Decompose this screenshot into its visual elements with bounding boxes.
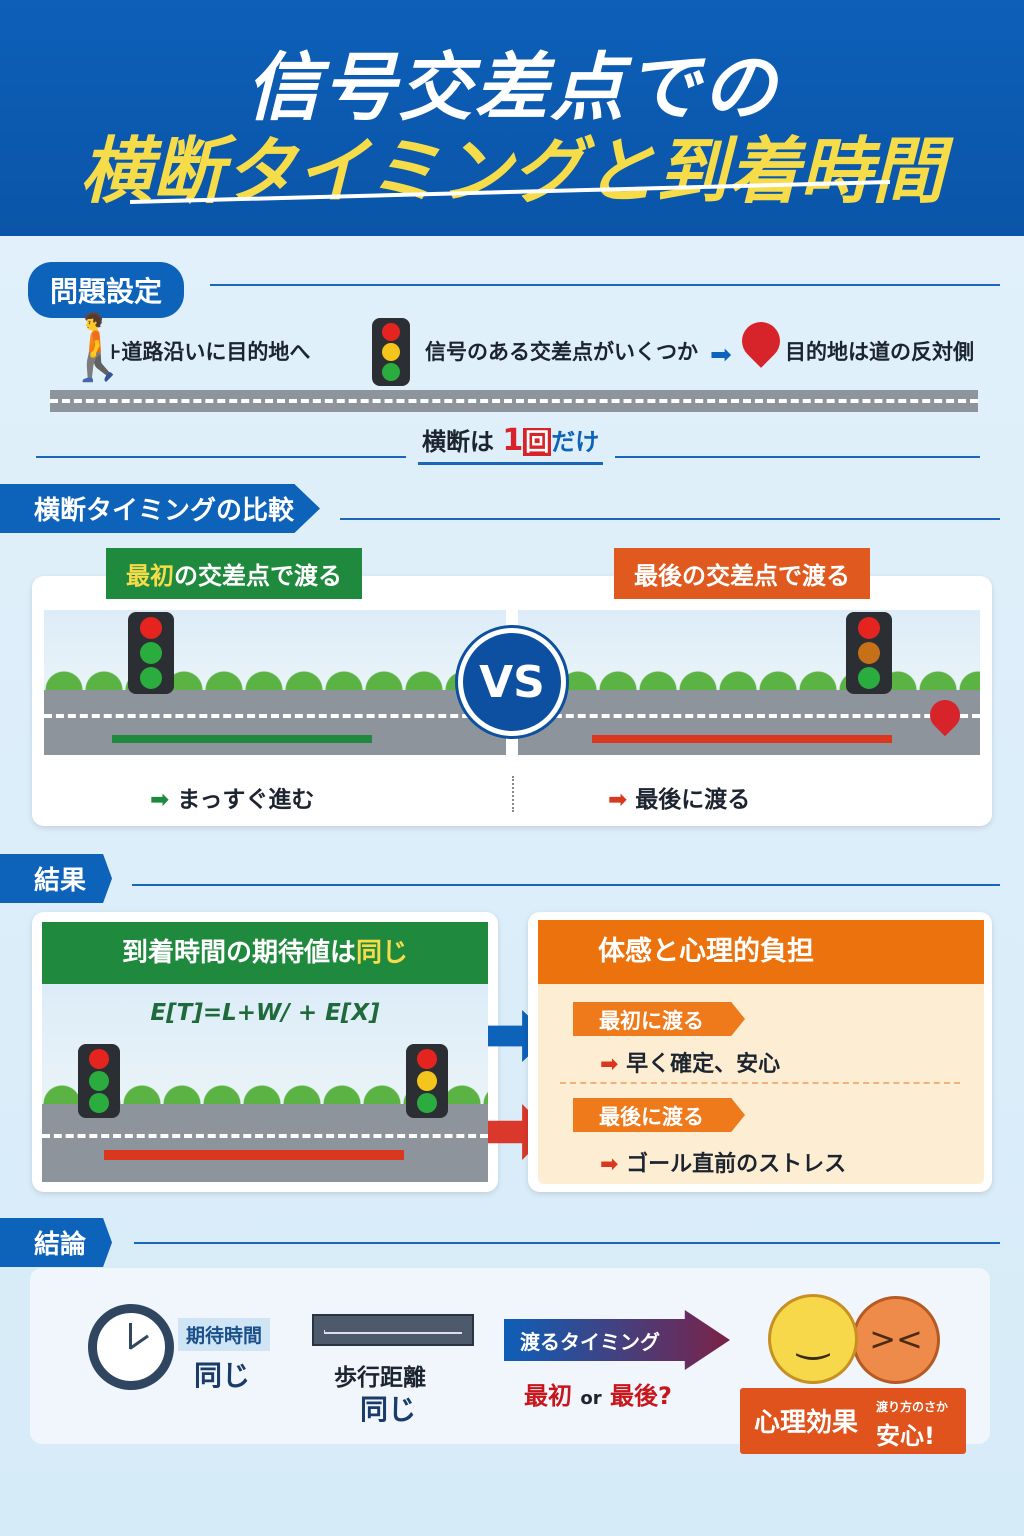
stressed-face-icon: ><: [852, 1296, 940, 1384]
last-crossing-banner: 最後の交差点で渡る: [614, 548, 870, 599]
road-right: [518, 690, 980, 755]
last-text-value: ゴール直前のストレス: [626, 1152, 847, 1177]
distance-value: 同じ: [360, 1393, 417, 1426]
location-pin-icon: [734, 314, 788, 368]
once-suffix: だけ: [551, 428, 600, 456]
arrow-red: [104, 1150, 404, 1160]
title-line-1: 信号交差点での: [246, 45, 778, 131]
psychology-title: 体感と心理的負担: [538, 920, 984, 984]
formula: E[T]=L+W/ + E[X]: [150, 1000, 380, 1026]
divider: [560, 1082, 960, 1084]
time-value: 同じ: [194, 1359, 251, 1392]
time-tag: 期待時間: [178, 1318, 271, 1351]
vs-badge: VS: [458, 628, 566, 736]
city-scene-right: [518, 610, 980, 690]
step-1: ⊦道路沿いに目的地へ: [110, 340, 311, 364]
divider: [340, 518, 1000, 520]
title-text: 到着時間の期待値は: [121, 938, 356, 968]
last-text: ➡ ゴール直前のストレス: [600, 1146, 846, 1178]
first-text-value: 早く確定、安心: [626, 1052, 781, 1077]
step-2: 信号のある交差点がいくつか: [425, 340, 698, 364]
or-word: or: [580, 1388, 602, 1409]
once-prefix: 横断は: [422, 428, 494, 456]
expected-time-title: 到着時間の期待値は同じ: [42, 922, 488, 984]
psych-label: 心理効果: [754, 1408, 859, 1438]
road: [50, 390, 978, 412]
section-conclusion-label: 結論: [0, 1218, 113, 1267]
road-left: [44, 690, 506, 755]
arrow-right-icon: ➡: [710, 340, 732, 370]
first-crossing-banner: 最初の交差点で渡る: [106, 548, 362, 599]
banner-text: の交差点で渡る: [174, 562, 342, 590]
title-em: 同じ: [356, 938, 409, 968]
psych-effect-badge: 心理効果 渡り方のさか安心!: [740, 1388, 966, 1454]
left-caption: ➡ まっすぐ進む: [150, 780, 314, 814]
right-caption: ➡ 最後に渡る: [608, 780, 750, 814]
pedestrian-icon: 🚶: [58, 311, 138, 385]
divider: [615, 456, 980, 458]
divider: [134, 1242, 1000, 1244]
last-tag: 最後に渡る: [573, 1098, 745, 1132]
once-counter: 回: [523, 428, 552, 456]
timing-arrow: 渡るタイミング: [504, 1310, 730, 1370]
right-caption-text: 最後に渡る: [635, 787, 751, 813]
first-or-last: 最初 or 最後?: [524, 1376, 672, 1411]
first-word: 最初: [524, 1382, 572, 1410]
first-text: ➡ 早く確定、安心: [600, 1046, 780, 1078]
divider: [512, 776, 514, 812]
left-caption-text: まっすぐ進む: [177, 787, 315, 813]
section-compare-label: 横断タイミングの比較: [0, 484, 321, 533]
divider: [132, 884, 1000, 886]
traffic-light-icon: [406, 1044, 448, 1118]
traffic-light-icon: [78, 1044, 120, 1118]
arrow-right-icon: ➡: [150, 787, 178, 813]
first-tag: 最初に渡る: [573, 1002, 745, 1036]
happy-face-icon: ‿: [768, 1294, 858, 1384]
stopwatch-icon: [88, 1304, 174, 1390]
distance-label: 歩行距離: [334, 1365, 426, 1391]
traffic-light-icon: [372, 318, 410, 386]
traffic-light-icon: [846, 612, 892, 694]
traffic-light-icon: [128, 612, 174, 694]
last-word: 最後?: [609, 1382, 672, 1410]
banner-em: 最初: [126, 562, 174, 590]
arrow-right-icon: ➡: [608, 787, 636, 813]
arrow-red: [592, 735, 892, 743]
header-banner: [0, 0, 1024, 236]
ruler-icon: [312, 1314, 474, 1346]
section-problem-label: 問題設定: [28, 262, 185, 318]
divider: [210, 284, 1000, 286]
psych-big: 安心!: [876, 1422, 935, 1450]
once-number: 1: [502, 423, 524, 458]
step-3: 目的地は道の反対側: [785, 340, 974, 364]
arrow-right-icon: ➡: [600, 1152, 627, 1177]
psych-small: 渡り方のさか: [876, 1400, 949, 1414]
double-arrow-green: [112, 735, 372, 743]
section-result-label: 結果: [0, 854, 113, 903]
cross-once-note: 横断は 1回だけ: [418, 422, 604, 465]
arrow-right-icon: ➡: [600, 1052, 627, 1077]
city-scene-left: [44, 610, 506, 690]
divider: [36, 456, 406, 458]
